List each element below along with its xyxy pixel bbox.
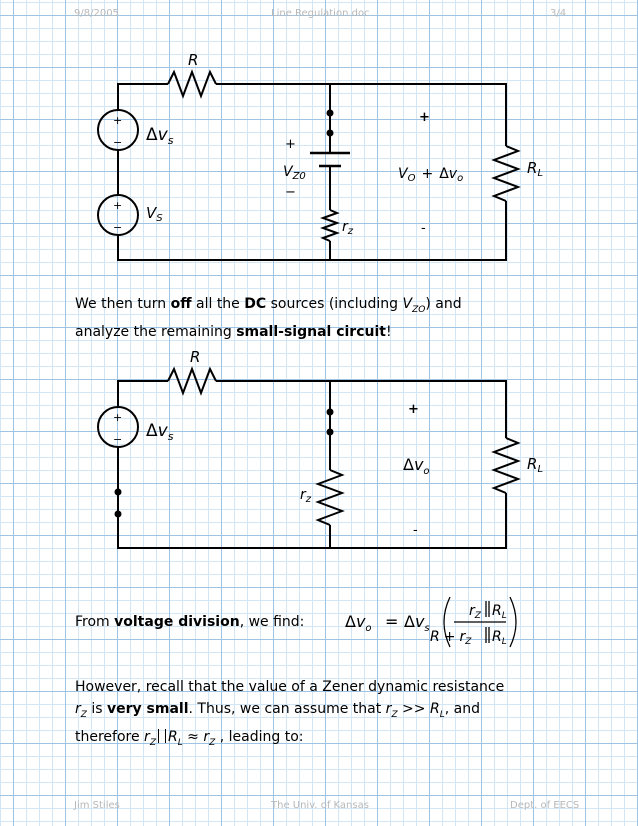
eq-denominator-RL: RL bbox=[492, 629, 507, 647]
c1-resistor-R bbox=[167, 69, 217, 99]
c2-short-dot-1 bbox=[114, 488, 122, 496]
c2-right-wire bbox=[117, 447, 507, 549]
parallel-symbol bbox=[157, 728, 166, 743]
c1-Vz0-minus: − bbox=[285, 185, 296, 200]
c2-label-R: R bbox=[190, 348, 200, 366]
c2-top-wire bbox=[117, 380, 168, 407]
c1-resistor-rz bbox=[320, 209, 340, 242]
c2-resistor-rz bbox=[315, 469, 345, 526]
footer-school: The Univ. of Kansas bbox=[271, 800, 369, 811]
c2-label-dvo: Δvo bbox=[403, 455, 430, 477]
eq-rhs-dvs: Δvs bbox=[404, 612, 430, 634]
eq-lhs: Δvo bbox=[345, 612, 372, 634]
c1-top-wire bbox=[117, 83, 168, 110]
paragraph-voltage-division: From voltage division, we find: bbox=[75, 614, 305, 630]
c2-node-dot-1 bbox=[326, 408, 334, 416]
footer-dept: Dept. of EECS bbox=[510, 800, 580, 811]
c1-label-vout: VO+Δvo bbox=[398, 166, 463, 184]
c2-label-dvs: Δvs bbox=[146, 421, 174, 443]
c1-source-dvs bbox=[97, 109, 139, 151]
c1-label-rz: rz bbox=[342, 219, 354, 237]
c2-short-dot-2 bbox=[114, 510, 122, 518]
eq-denominator: R+rZ bbox=[430, 629, 472, 647]
c1-out-plus: + bbox=[419, 110, 430, 125]
c1-label-dvs: Δvs bbox=[146, 125, 174, 147]
c1-dvs-minus: − bbox=[113, 136, 122, 149]
header-page-number: 3/4 bbox=[550, 8, 567, 19]
c1-node-dot-1 bbox=[326, 109, 334, 117]
c1-source-Vs bbox=[97, 194, 139, 236]
c1-Vs-plus: + bbox=[113, 199, 122, 212]
c2-out-minus: - bbox=[413, 523, 418, 538]
eq-numerator-RL: RL bbox=[492, 603, 507, 621]
c1-resistor-RL bbox=[491, 145, 521, 202]
footer-author: Jim Stiles bbox=[74, 800, 120, 811]
c2-top-wire-right bbox=[216, 380, 507, 438]
c2-resistor-RL bbox=[491, 437, 521, 494]
c2-dvs-plus: + bbox=[113, 411, 122, 424]
paragraph-zener-resistance: However, recall that the value of a Zene… bbox=[75, 679, 505, 748]
eq-numerator-rz: rZ bbox=[469, 603, 482, 621]
c1-out-minus: - bbox=[421, 221, 426, 236]
c2-dvs-minus: − bbox=[113, 433, 122, 446]
eq-left-paren bbox=[443, 596, 451, 648]
c2-label-rz: rz bbox=[300, 487, 312, 505]
eq-right-paren bbox=[509, 596, 517, 648]
c1-label-RL: RL bbox=[527, 159, 543, 179]
c2-source-dvs bbox=[97, 406, 139, 448]
header-date: 9/8/2005 bbox=[74, 8, 119, 19]
c2-out-plus: + bbox=[408, 402, 419, 417]
c1-label-R: R bbox=[188, 51, 198, 69]
c1-node-dot-2 bbox=[326, 129, 334, 137]
c2-label-RL: RL bbox=[527, 455, 543, 475]
c1-Vz0-plus: + bbox=[285, 137, 296, 152]
c1-dvs-plus: + bbox=[113, 114, 122, 127]
c2-resistor-R bbox=[167, 366, 217, 396]
c1-top-wire-right bbox=[216, 83, 507, 146]
header-doc-name: Line Regulation.doc bbox=[271, 8, 370, 19]
eq-equals: = bbox=[385, 612, 398, 631]
c1-right-wire bbox=[117, 201, 507, 261]
paragraph-turn-off-dc: We then turn off all the DC sources (inc… bbox=[75, 296, 462, 340]
c1-label-Vz0: VZ0 bbox=[283, 164, 306, 182]
c2-node-dot-2 bbox=[326, 428, 334, 436]
c1-Vs-minus: − bbox=[113, 221, 122, 234]
c1-label-Vs: VS bbox=[146, 204, 163, 224]
